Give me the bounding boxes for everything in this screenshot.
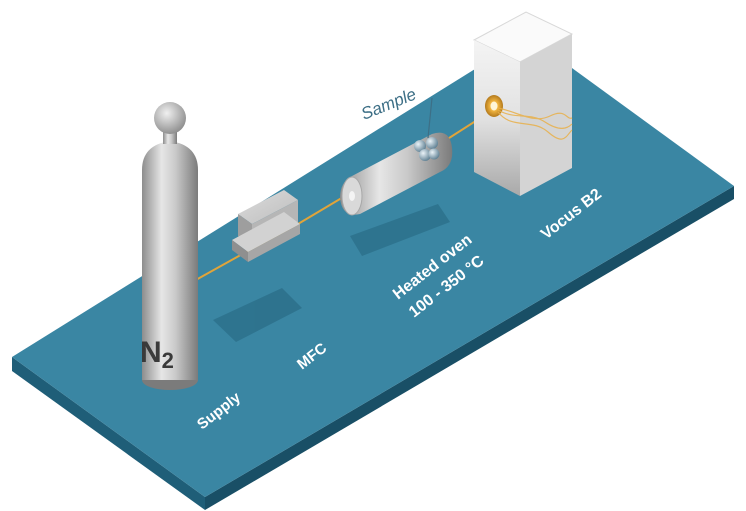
shadows [213,204,450,342]
cylinder-cap [154,102,186,134]
mfc-base-top [232,212,300,252]
sample-leader-line [427,97,433,139]
mfc-unit [232,190,300,262]
n2-symbol: N2 [140,336,174,373]
vocus-b2-instrument [472,11,574,196]
ion-path-lines [497,107,573,140]
sample-beads-icon [414,137,440,161]
n2-subscript: 2 [162,348,174,373]
n2-letter: N [140,336,162,369]
platform-side-right [205,186,734,510]
cylinder-shadow [213,288,302,342]
mfc-base-front [232,240,248,262]
platform-side-front [12,357,205,510]
oven-shadow [350,204,450,256]
heated-oven-tube [340,97,453,216]
n2-supply-cylinder: N2 [140,102,198,390]
vocus-side [520,34,572,196]
mfc-base-side [248,224,300,262]
gas-line [184,107,497,287]
vocus-front [474,40,520,196]
mfc-top [238,190,298,224]
